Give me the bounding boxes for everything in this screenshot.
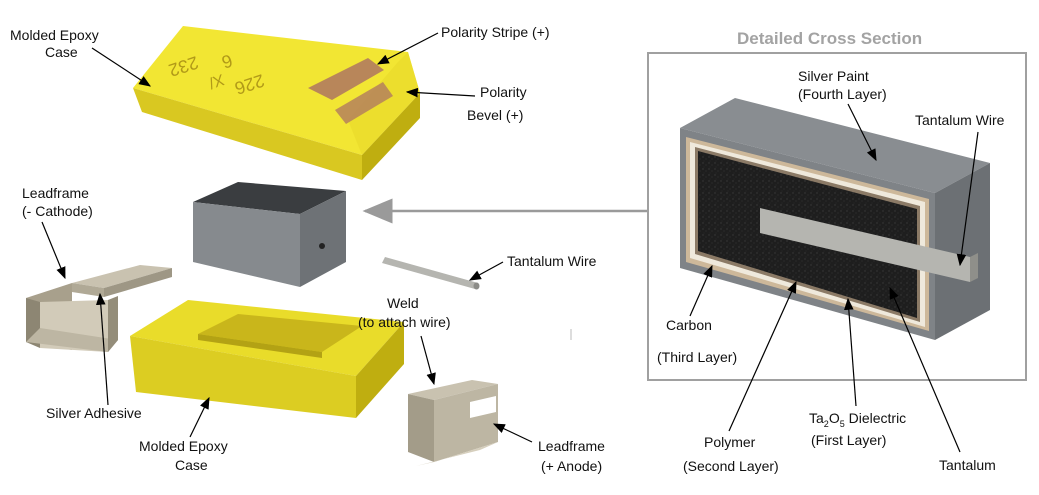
polarity-bevel xyxy=(348,52,420,155)
label-tantalum-wire-right: Tantalum Wire xyxy=(915,112,1005,128)
label-carbon-1: Carbon xyxy=(666,317,712,333)
label-weld-1: Weld xyxy=(387,295,419,311)
label-dielectric-2: (First Layer) xyxy=(811,432,886,448)
label-leadframe-cathode-2: (- Cathode) xyxy=(22,203,93,219)
label-polymer-2: (Second Layer) xyxy=(683,458,779,474)
marking-row3: X/ xyxy=(206,70,226,91)
tantalum-body xyxy=(193,182,346,287)
label-molded-epoxy-bottom-1: Molded Epoxy xyxy=(139,438,228,454)
label-polymer-1: Polymer xyxy=(704,434,756,450)
label-leadframe-anode-1: Leadframe xyxy=(538,438,605,454)
cross-section-wire xyxy=(760,208,970,282)
label-carbon-2: (Third Layer) xyxy=(657,349,737,365)
label-molded-epoxy-bottom-2: Case xyxy=(175,457,208,473)
label-silver-paint-1: Silver Paint xyxy=(798,68,869,84)
label-molded-epoxy-top-1: Molded Epoxy xyxy=(10,27,99,43)
label-polarity-bevel-1: Polarity xyxy=(480,84,527,100)
finished-capacitor: 226 6 X/ 232 xyxy=(133,26,420,180)
label-dielectric-1: Ta2O5 Dielectric xyxy=(809,410,906,429)
leadframe-cathode xyxy=(26,265,172,352)
label-polarity-bevel-2: Bevel (+) xyxy=(467,107,523,123)
label-silver-adhesive: Silver Adhesive xyxy=(46,405,142,421)
epoxy-case-bottom xyxy=(130,300,404,418)
leadframe-anode xyxy=(408,380,498,466)
label-silver-paint-2: (Fourth Layer) xyxy=(798,86,887,102)
label-molded-epoxy-top-2: Case xyxy=(45,44,78,60)
label-tantalum-wire-left: Tantalum Wire xyxy=(507,253,597,269)
cross-section-drawing xyxy=(680,98,990,340)
label-polarity-stripe: Polarity Stripe (+) xyxy=(441,24,550,40)
cross-section-title: Detailed Cross Section xyxy=(737,29,922,48)
tantalum-wire-part xyxy=(382,257,480,290)
label-leadframe-anode-2: (+ Anode) xyxy=(541,458,602,474)
label-weld-2: (to attach wire) xyxy=(358,314,451,330)
polarity-stripe xyxy=(308,58,384,100)
label-tantalum: Tantalum xyxy=(939,457,996,473)
label-leadframe-cathode-1: Leadframe xyxy=(22,185,89,201)
